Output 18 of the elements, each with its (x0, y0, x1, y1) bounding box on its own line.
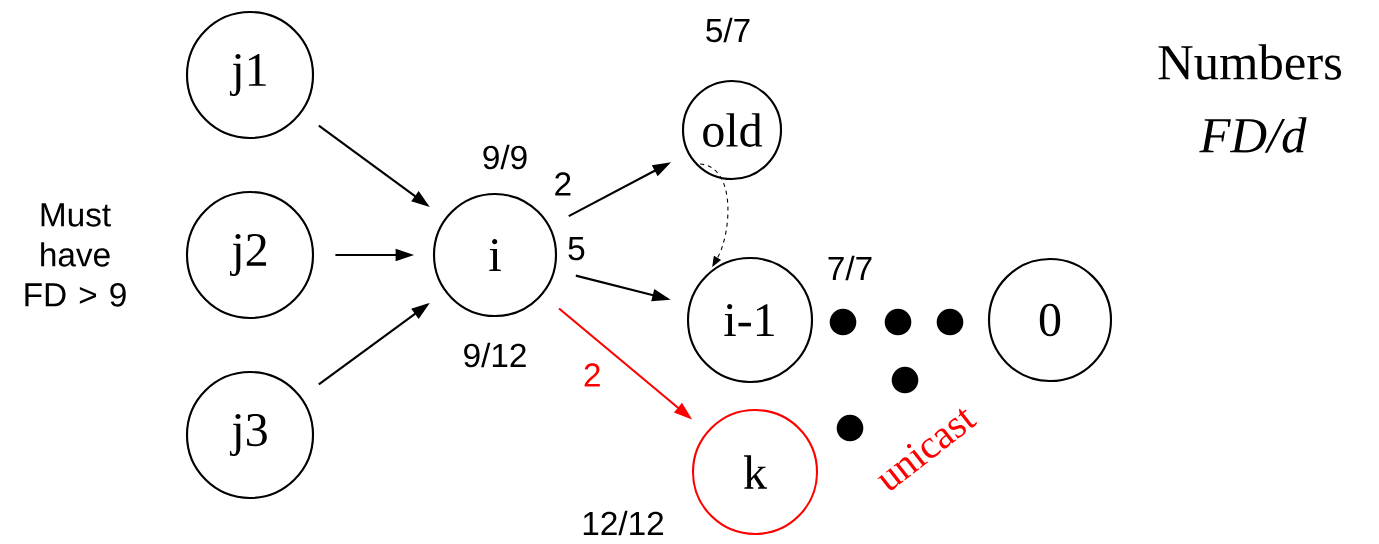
circle-node: j2 (185, 190, 315, 320)
side-note: Must have FD > 9 (25, 203, 126, 307)
edge-label: 5 (568, 237, 585, 261)
node-caption: 9/12 (464, 342, 526, 368)
circle-node: old (681, 79, 783, 181)
node-caption: 9/9 (483, 144, 527, 170)
edge-label: 2 (584, 363, 600, 387)
circle-node: k (691, 408, 819, 536)
node-caption: 7/7 (828, 255, 872, 281)
edge-label: 2 (555, 172, 571, 196)
legend-text: FD/d (1199, 117, 1307, 153)
circle-node: 0 (987, 257, 1113, 383)
node-caption: 5/7 (706, 17, 750, 43)
legend-title: Numbers (1158, 44, 1342, 80)
circle-node: j1 (185, 10, 315, 140)
circle-node: i-1 (686, 256, 814, 384)
node-caption: 12/12 (583, 510, 663, 536)
circle-node: j3 (185, 370, 315, 500)
